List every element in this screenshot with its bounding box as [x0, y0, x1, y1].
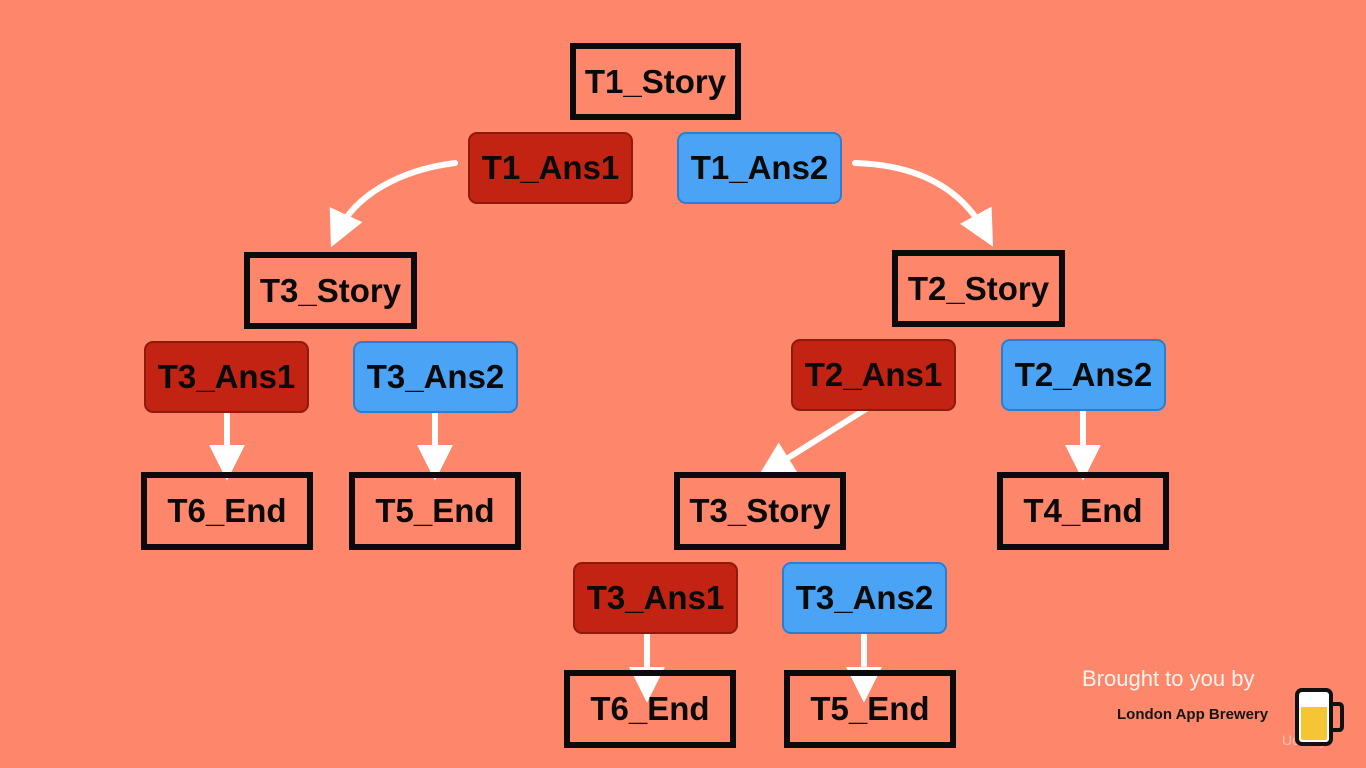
node-mid-t3-ans1: T3_Ans1 — [573, 562, 738, 634]
node-t2-ans1: T2_Ans1 — [791, 339, 956, 411]
node-t1-ans1: T1_Ans1 — [468, 132, 633, 204]
node-t2-ans2: T2_Ans2 — [1001, 339, 1166, 411]
node-mid-t5-end: T5_End — [784, 670, 956, 748]
arrow-t1-ans2-to-t2-story — [852, 160, 994, 247]
node-t2-story: T2_Story — [892, 250, 1065, 327]
node-left-t6-end: T6_End — [141, 472, 313, 550]
node-mid-t3-ans2: T3_Ans2 — [782, 562, 947, 634]
credit-brand-name: London App Brewery — [1117, 706, 1269, 723]
arrow-t1-ans1-to-t3-story — [329, 160, 458, 248]
node-left-t3-ans1: T3_Ans1 — [144, 341, 309, 413]
node-t4-end: T4_End — [997, 472, 1169, 550]
node-mid-t3-story: T3_Story — [674, 472, 846, 550]
node-left-t5-end: T5_End — [349, 472, 521, 550]
arrow-t2-ans1-to-t3-story — [757, 401, 877, 477]
beer-mug-icon — [1295, 688, 1344, 746]
node-mid-t6-end: T6_End — [564, 670, 736, 748]
credit-brought-to-you: Brought to you by — [1082, 666, 1255, 691]
node-left-t3-story: T3_Story — [244, 252, 417, 329]
node-t1-story: T1_Story — [570, 43, 741, 120]
node-t1-ans2: T1_Ans2 — [677, 132, 842, 204]
node-left-t3-ans2: T3_Ans2 — [353, 341, 518, 413]
